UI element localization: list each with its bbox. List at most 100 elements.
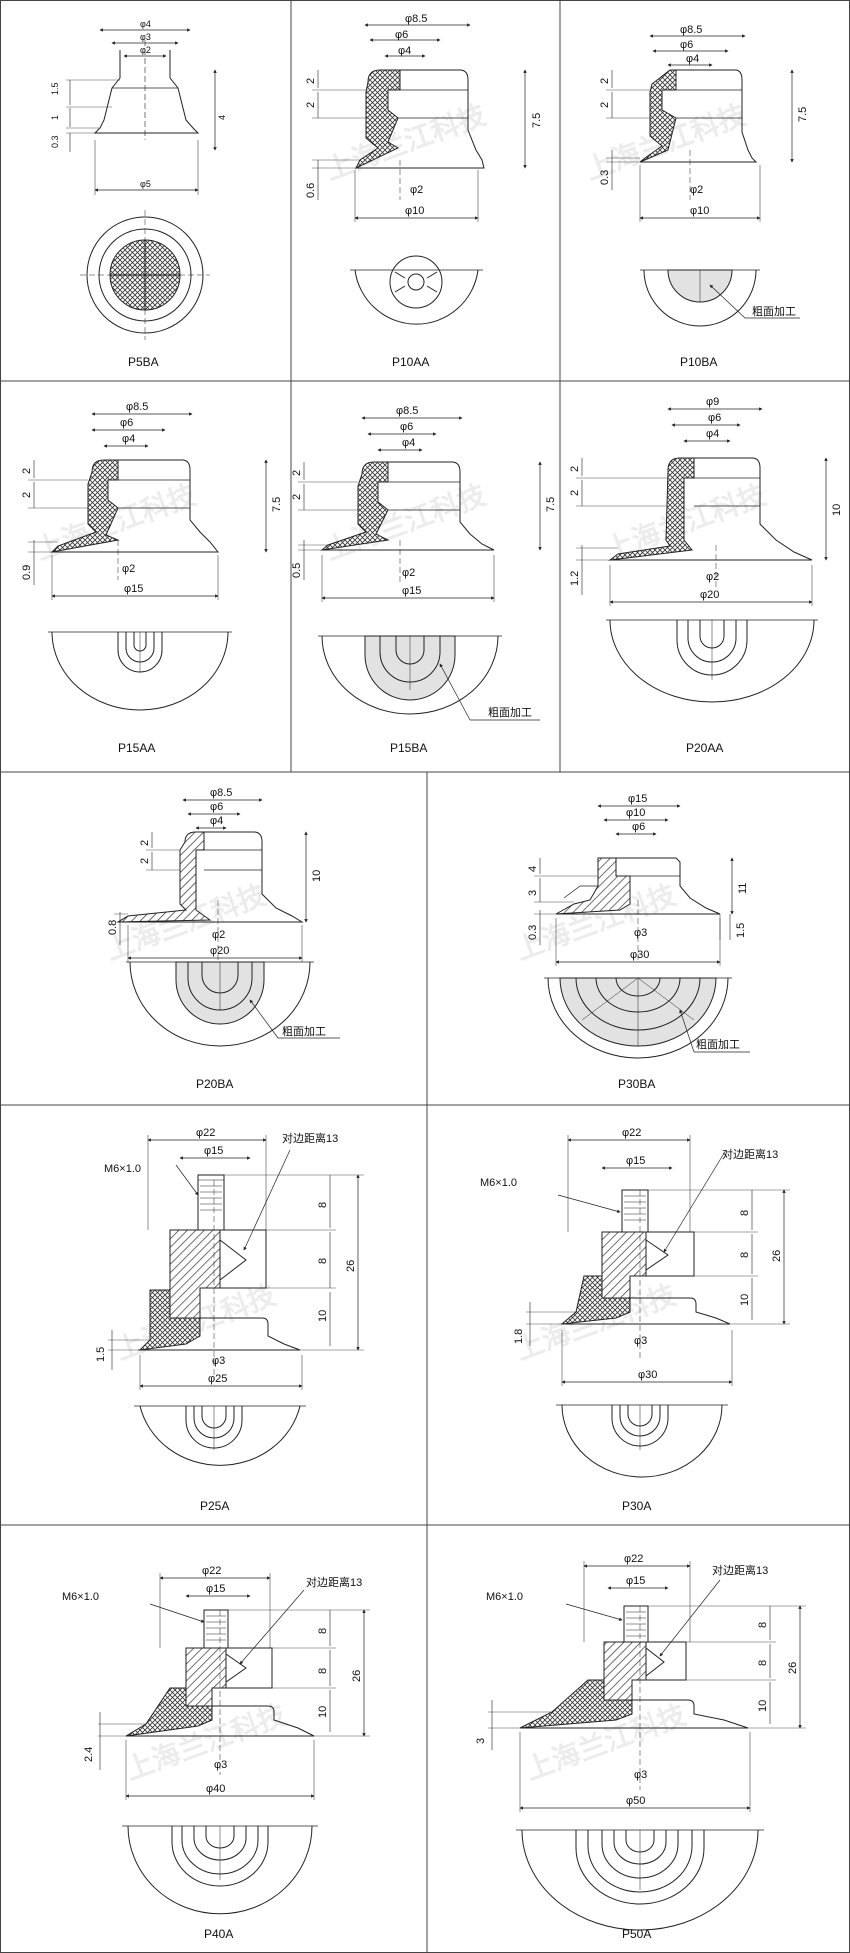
p50a-labels: φ22 φ15 φ3 φ50 8 8 10 26 3 M6×1.0 对边距离13… — [475, 1553, 799, 1941]
dim-label: φ4 — [140, 19, 151, 29]
cell-p10aa — [312, 23, 527, 325]
dim-label: 2 — [569, 490, 581, 496]
dim-label: 2 — [291, 470, 303, 476]
model-caption: P40A — [204, 1927, 233, 1941]
dim-label: 0.6 — [305, 183, 317, 198]
dim-label: φ22 — [622, 1127, 641, 1139]
dim-label: 2 — [139, 840, 151, 846]
dim-label: 3 — [475, 1738, 487, 1744]
dim-label: φ3 — [634, 1769, 647, 1781]
dim-label: φ6 — [632, 821, 645, 833]
model-caption: P50A — [622, 1927, 651, 1941]
cell-p30a — [526, 1135, 790, 1478]
dim-label: φ2 — [706, 571, 719, 583]
dim-label: φ2 — [212, 929, 225, 941]
model-caption: P30A — [622, 1499, 651, 1513]
dim-label: 10 — [757, 1700, 769, 1712]
cell-p5ba — [66, 28, 217, 340]
p30a-labels: φ22 φ15 φ3 φ30 8 8 10 26 1.8 M6×1.0 对边距离… — [480, 1127, 783, 1513]
dim-label: 1.2 — [569, 571, 581, 586]
dim-label: φ8.5 — [396, 405, 418, 417]
hex-label: 对边距离13 — [282, 1131, 338, 1145]
cell-p10ba — [606, 34, 800, 327]
dim-label: 7.5 — [531, 113, 543, 128]
p15ba-labels: φ8.5 φ6 φ4 φ2 φ15 2 2 0.5 7.5 粗面加工 P15BA — [291, 405, 557, 755]
dim-label: 2 — [599, 102, 611, 108]
dim-label: φ15 — [206, 1583, 225, 1595]
dim-label: 8 — [739, 1210, 751, 1216]
dim-label: φ6 — [708, 412, 721, 424]
dim-label: 2 — [305, 102, 317, 108]
model-caption: P10AA — [392, 355, 429, 369]
dim-label: φ15 — [402, 585, 421, 597]
rough-note: 粗面加工 — [752, 305, 796, 318]
dim-label: φ50 — [626, 1795, 645, 1807]
rough-note: 粗面加工 — [488, 706, 532, 719]
model-caption: P25A — [200, 1499, 229, 1513]
dim-label: 26 — [351, 1670, 363, 1682]
dim-label: 0.9 — [21, 565, 33, 580]
thread-label: M6×1.0 — [104, 1163, 141, 1175]
dim-label: φ4 — [402, 437, 415, 449]
dim-label: φ3 — [214, 1759, 227, 1771]
dim-label: φ6 — [400, 421, 413, 433]
cell-p25a — [108, 1135, 364, 1466]
dim-label: 11 — [737, 883, 749, 894]
dim-label: 10 — [831, 504, 843, 516]
dim-label: φ5 — [140, 179, 151, 189]
dim-label: 10 — [311, 870, 323, 882]
dim-label: 26 — [787, 1662, 799, 1674]
model-caption: P15AA — [118, 741, 155, 755]
dim-label: φ2 — [140, 45, 151, 55]
dim-label: φ4 — [122, 433, 135, 445]
dim-label: φ2 — [410, 184, 423, 196]
cell-p15ba — [298, 416, 542, 721]
p40a-labels: φ22 φ15 φ3 φ40 8 8 10 26 2.4 M6×1.0 对边距离… — [62, 1565, 363, 1941]
dim-label: 0.3 — [50, 135, 60, 148]
cell-p40a — [98, 1573, 370, 1915]
dim-label: 3 — [527, 890, 539, 896]
dim-label: φ6 — [680, 39, 693, 51]
watermark: 上海兰江科技 — [31, 479, 199, 566]
dim-label: φ40 — [206, 1783, 225, 1795]
dim-label: φ2 — [690, 184, 703, 196]
dim-label: φ25 — [208, 1373, 227, 1385]
p20ba-labels: φ8.5 φ6 φ4 φ2 φ20 2 2 0.8 10 粗面加工 P20BA — [107, 787, 326, 1091]
dim-label: 2 — [599, 78, 611, 84]
dim-label: 8 — [317, 1202, 329, 1208]
dim-label: 2 — [139, 858, 151, 864]
p25a-labels: φ22 φ15 φ3 φ25 8 8 10 26 1.5 M6×1.0 对边距离… — [95, 1127, 357, 1513]
p5ba-labels: φ4 φ3 φ2 φ5 1.5 1 0.3 4 P5BA — [50, 19, 227, 369]
dim-label: 2.4 — [83, 1747, 95, 1762]
dim-label: φ3 — [140, 32, 151, 42]
dim-label: φ6 — [120, 417, 133, 429]
dim-label: φ10 — [690, 205, 709, 217]
dim-label: 2 — [21, 468, 33, 474]
dim-label: 8 — [757, 1660, 769, 1666]
dim-label: φ6 — [210, 801, 223, 813]
hex-label: 对边距离13 — [712, 1563, 768, 1577]
dim-label: 8 — [739, 1252, 751, 1258]
dim-label: 1.5 — [735, 923, 747, 938]
dim-label: φ8.5 — [210, 787, 232, 799]
cell-p20aa — [576, 407, 828, 703]
dim-label: φ15 — [626, 1155, 645, 1167]
hex-label: 对边距离13 — [306, 1575, 362, 1589]
dim-label: φ4 — [210, 815, 223, 827]
thread-label: M6×1.0 — [62, 1591, 99, 1603]
dim-label: φ8.5 — [126, 401, 148, 413]
thread-label: M6×1.0 — [480, 1177, 517, 1189]
dim-label: 1 — [50, 115, 60, 120]
model-caption: P15BA — [390, 741, 427, 755]
dim-label: φ22 — [202, 1565, 221, 1577]
dim-label: φ6 — [395, 29, 408, 41]
dim-label: 0.3 — [599, 170, 611, 185]
dim-label: φ22 — [624, 1553, 643, 1565]
dim-label: φ15 — [628, 793, 647, 805]
dim-label: φ10 — [405, 205, 424, 217]
dim-label: 0.3 — [527, 925, 539, 940]
dim-label: 2 — [305, 78, 317, 84]
watermark: 上海兰江科技 — [321, 479, 489, 566]
dim-label: φ15 — [626, 1575, 645, 1587]
dim-label: 8 — [317, 1628, 329, 1634]
